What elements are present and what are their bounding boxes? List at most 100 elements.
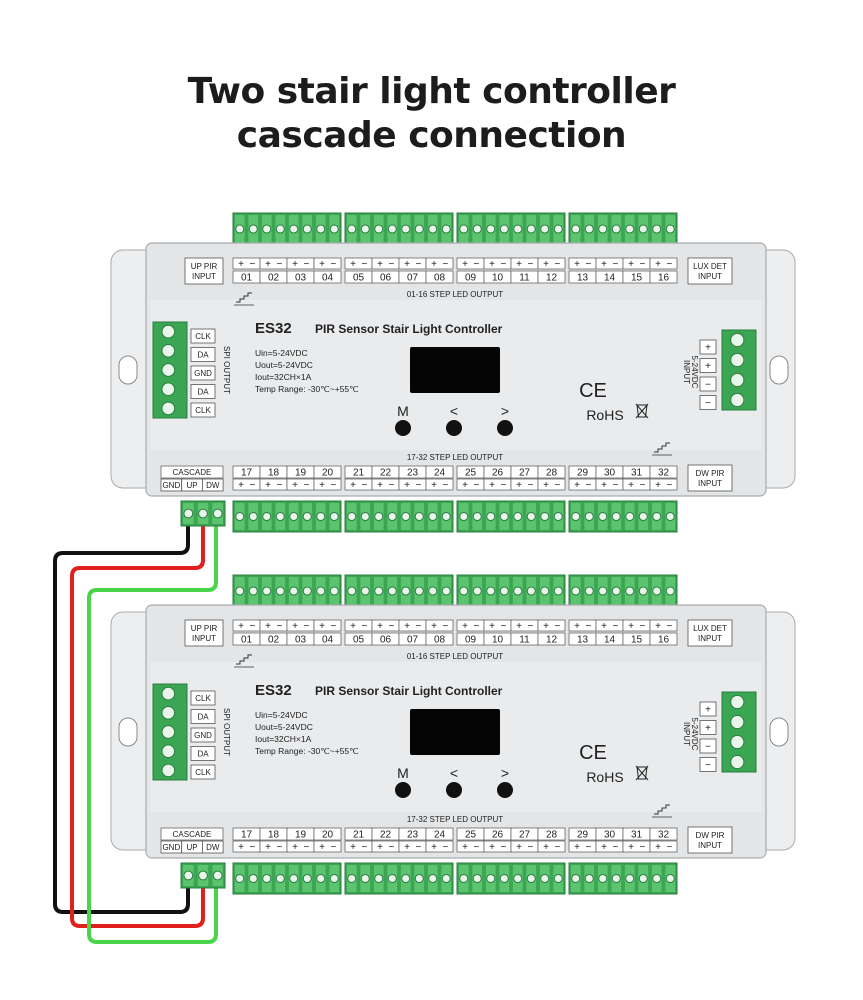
sign-box	[259, 257, 288, 270]
bottom-channel-21: 21	[353, 830, 365, 841]
plus-sign: +	[489, 259, 495, 270]
lux-det-label: LUX DET	[693, 624, 727, 633]
terminal-screw	[316, 873, 326, 884]
top-channel-05: 05	[353, 273, 365, 284]
terminal-screw	[571, 224, 581, 234]
plus-sign: +	[431, 842, 437, 853]
display-screen	[410, 347, 500, 393]
top-terminal-block-1	[232, 574, 342, 608]
plus-sign: +	[377, 842, 383, 853]
cascade-pin-dw-box	[201, 840, 224, 854]
top-terminal-block-3	[456, 574, 566, 608]
channel-box	[649, 465, 678, 479]
cascade-pin-gnd: GND	[162, 481, 180, 490]
top-channel-14: 14	[604, 273, 616, 284]
power-input-terminal	[721, 691, 757, 773]
spi-pin-gnd-box	[190, 727, 216, 743]
bottom-channel-32: 32	[658, 468, 670, 479]
spec-3: Temp Range: -30℃~+55℃	[255, 746, 359, 756]
plus-sign: +	[601, 842, 607, 853]
terminal-screw	[401, 511, 411, 522]
cascade-pin-up: UP	[186, 843, 197, 852]
plus-sign: +	[292, 480, 298, 491]
top-terminal-block-4	[568, 574, 678, 608]
cascade-pin-up: UP	[186, 481, 197, 490]
top-channel-15: 15	[631, 273, 643, 284]
bottom-channel-29: 29	[577, 468, 589, 479]
top-channel-04: 04	[322, 273, 334, 284]
lux-det-label: LUX DET	[693, 262, 727, 271]
spi-pin-da: DA	[197, 387, 209, 396]
terminal-screw	[441, 224, 451, 234]
sign-box	[398, 619, 427, 632]
terminal-screw	[316, 224, 326, 234]
terminal-screw	[161, 382, 176, 397]
sign-box	[568, 840, 597, 853]
cascade-pin-dw: DW	[206, 843, 220, 852]
input-pin-3: −	[705, 760, 711, 771]
terminal-screw	[161, 363, 176, 377]
sign-box	[344, 619, 373, 632]
sign-box	[483, 619, 512, 632]
stair-icon-top	[236, 292, 252, 303]
sign-box	[510, 840, 539, 853]
sign-box	[595, 257, 624, 270]
channel-box	[425, 632, 454, 646]
weee-bin-icon	[635, 403, 649, 419]
sign-box	[232, 478, 261, 491]
terminal-screw	[513, 224, 523, 234]
input-pin-1-box	[699, 720, 717, 735]
sign-box	[510, 257, 539, 270]
terminal-screw	[414, 873, 424, 884]
bottom-channel-28: 28	[546, 468, 558, 479]
sign-box	[371, 619, 400, 632]
sign-box	[286, 619, 315, 632]
control-button-0	[395, 782, 411, 798]
minus-sign: −	[586, 259, 592, 270]
top-channel-09: 09	[465, 635, 477, 646]
bottom-channel-27: 27	[519, 830, 531, 841]
top-channel-11: 11	[519, 273, 530, 284]
control-button-2	[497, 420, 513, 436]
terminal-screw	[730, 714, 745, 730]
up-pir-box	[184, 619, 224, 647]
mount-hole-right	[769, 717, 789, 747]
spi-pin-clk-box	[190, 764, 216, 780]
terminal-screw	[360, 873, 370, 884]
control-button-1	[446, 420, 462, 436]
minus-sign: −	[277, 480, 283, 491]
channel-box	[425, 465, 454, 479]
plus-sign: +	[489, 621, 495, 632]
bottom-terminal-block-1	[232, 862, 342, 895]
spi-pin-clk-box	[190, 690, 216, 706]
bottom-output-label: 17-32 STEP LED OUTPUT	[407, 815, 503, 824]
minus-sign: −	[277, 842, 283, 853]
top-channel-07: 07	[407, 635, 419, 646]
minus-sign: −	[555, 842, 561, 853]
terminal-screw	[652, 224, 662, 234]
minus-sign: −	[362, 259, 368, 270]
plus-sign: +	[404, 259, 410, 270]
sign-box	[259, 619, 288, 632]
input-pin-3-box	[699, 395, 717, 410]
terminal-screw	[441, 511, 451, 522]
control-button-0	[395, 420, 411, 436]
spi-pin-da-box	[190, 709, 216, 724]
lux-det-box	[687, 619, 733, 647]
terminal-screw	[730, 332, 745, 348]
minus-sign: −	[528, 480, 534, 491]
power-input-terminal	[721, 329, 757, 411]
terminal-screw	[553, 586, 563, 596]
terminal-screw	[540, 586, 550, 596]
plus-sign: +	[377, 259, 383, 270]
channel-box	[649, 270, 678, 284]
sign-box	[568, 257, 597, 270]
terminal-screw	[262, 511, 272, 522]
channel-box	[537, 827, 566, 841]
spi-pin-gnd: GND	[194, 731, 212, 740]
plus-sign: +	[265, 842, 271, 853]
plus-sign: +	[462, 842, 468, 853]
top-channel-04: 04	[322, 635, 334, 646]
top-channel-10: 10	[492, 635, 504, 646]
